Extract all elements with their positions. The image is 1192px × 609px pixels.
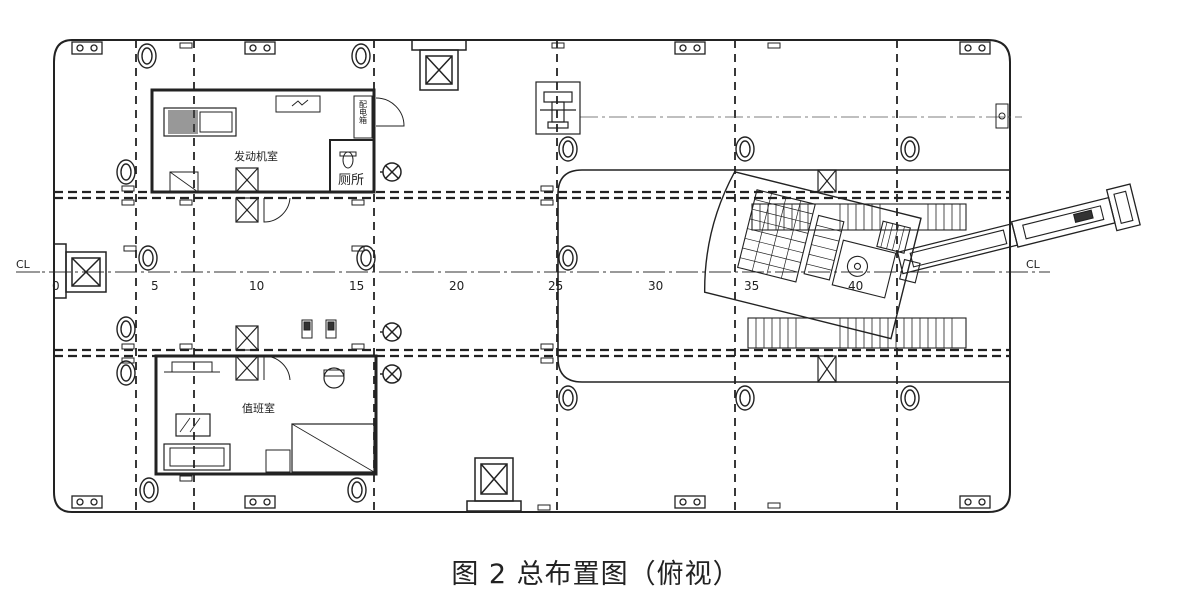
well-opening	[557, 169, 1011, 383]
hatch-top	[411, 39, 467, 91]
fire-extinguishers	[301, 319, 337, 339]
centerline-label-left: CL	[16, 258, 31, 271]
frame-number: 10	[249, 279, 264, 293]
duty-room-label: 值班室	[242, 401, 275, 415]
toilet-label: 厕所	[338, 173, 364, 188]
hull-outline	[53, 39, 1011, 513]
frame-number: 25	[548, 279, 563, 293]
ventilator-heads	[380, 162, 402, 384]
door-swing	[263, 355, 291, 381]
frame-numbers: 0 5 10 15 20 25 30 35 40	[52, 279, 863, 293]
duty-room: 值班室	[154, 354, 378, 476]
figure-caption: 图 2 总布置图（俯视）	[451, 559, 741, 590]
frame-number: 5	[151, 279, 159, 293]
engine-room: 配电箱 厕所 发动机室	[150, 88, 405, 194]
deck-fitting-right	[995, 103, 1009, 129]
frame-number: 30	[648, 279, 663, 293]
frame-number: 20	[449, 279, 464, 293]
hatch-bottom	[466, 457, 522, 512]
frame-number: 0	[52, 279, 60, 293]
door-swing	[263, 197, 291, 223]
frame-number: 15	[349, 279, 364, 293]
longitudinal-dashed-lines	[54, 190, 1010, 358]
deck-bollards	[71, 41, 991, 509]
transverse-dashed-lines	[135, 40, 898, 512]
engine-room-label: 发动机室	[234, 149, 278, 163]
small-fittings	[121, 42, 781, 511]
manholes	[116, 43, 920, 503]
general-arrangement-plan: CL CL 0 5 10 15 20 25 30 35 40	[16, 39, 1141, 513]
excavator	[703, 171, 1141, 349]
hatch-bow	[53, 243, 107, 299]
winch-unit	[535, 81, 581, 135]
storage-label: 配电箱	[359, 100, 368, 125]
hatches	[53, 39, 522, 512]
frame-number: 35	[744, 279, 759, 293]
centerline-label-right: CL	[1026, 258, 1041, 271]
